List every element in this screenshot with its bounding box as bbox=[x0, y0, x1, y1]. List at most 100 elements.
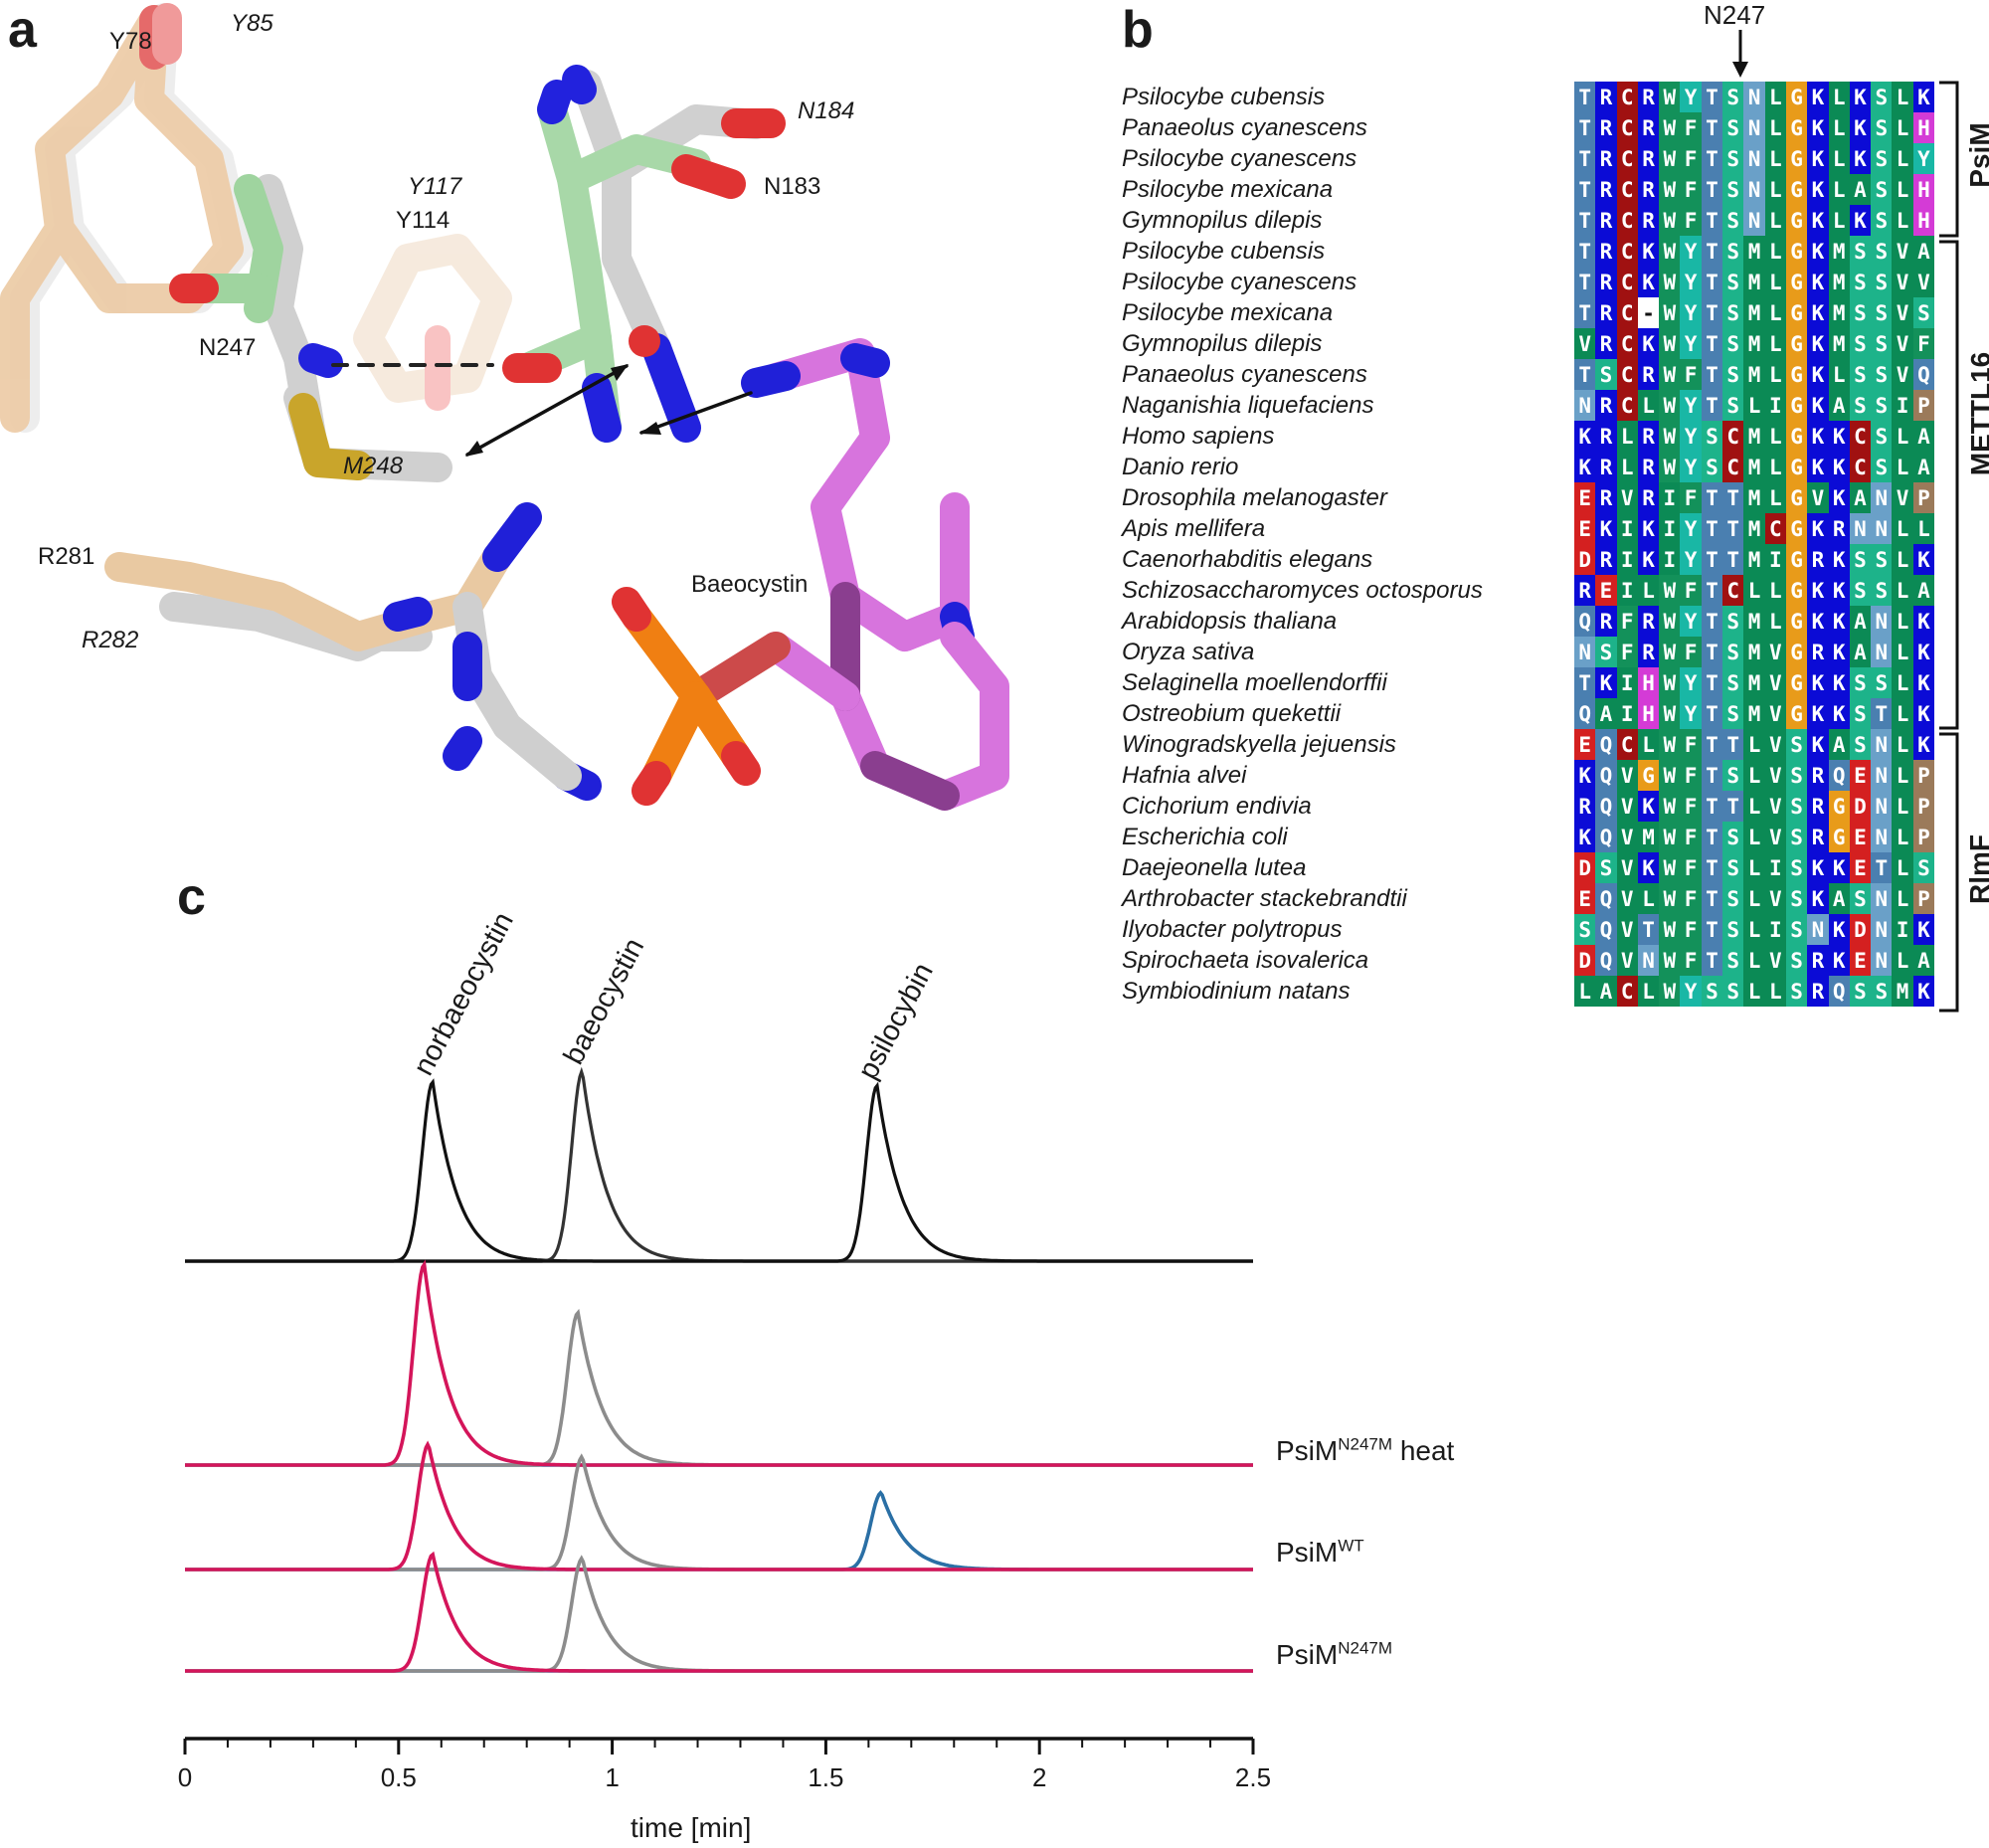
residue: S bbox=[1595, 852, 1617, 883]
residue: Q bbox=[1595, 945, 1617, 976]
residue: V bbox=[1616, 482, 1638, 513]
residue: T bbox=[1701, 698, 1723, 729]
residue: T bbox=[1871, 852, 1893, 883]
residue: S bbox=[1849, 297, 1872, 328]
residue: K bbox=[1807, 667, 1829, 698]
residue: K bbox=[1637, 236, 1660, 267]
residue: G bbox=[1785, 421, 1808, 452]
label-y78: Y78 bbox=[109, 28, 152, 55]
residue: S bbox=[1849, 390, 1872, 421]
residue: K bbox=[1828, 637, 1850, 667]
n247-arrow-icon bbox=[1732, 30, 1748, 78]
residue: S bbox=[1871, 112, 1893, 143]
residue: N bbox=[1743, 112, 1765, 143]
label-y114: Y114 bbox=[396, 207, 451, 234]
residue: C bbox=[1616, 297, 1638, 328]
residue: S bbox=[1595, 637, 1617, 667]
residue: W bbox=[1659, 914, 1681, 945]
molecular-structure bbox=[0, 3, 1009, 811]
residue: G bbox=[1785, 174, 1808, 205]
residue: V bbox=[1764, 667, 1786, 698]
residue: A bbox=[1828, 883, 1850, 914]
species-name: Psilocybe cyanescens bbox=[1122, 145, 1357, 172]
species-name: Danio rerio bbox=[1122, 454, 1239, 480]
residue: I bbox=[1616, 698, 1638, 729]
residue: S bbox=[1722, 760, 1744, 791]
residue: S bbox=[1722, 637, 1744, 667]
residue: T bbox=[1574, 236, 1596, 267]
residue: T bbox=[1701, 205, 1723, 236]
residue: S bbox=[1871, 390, 1893, 421]
residue: D bbox=[1574, 852, 1596, 883]
residue: K bbox=[1912, 698, 1935, 729]
residue: G bbox=[1785, 544, 1808, 575]
residue: P bbox=[1912, 791, 1935, 822]
residue: G bbox=[1785, 452, 1808, 482]
residue: V bbox=[1892, 482, 1913, 513]
residue: R bbox=[1595, 174, 1617, 205]
residue: L bbox=[1892, 667, 1913, 698]
species-name: Apis mellifera bbox=[1122, 515, 1266, 542]
residue: N bbox=[1871, 482, 1893, 513]
trace-0-norbaeocystin bbox=[185, 1259, 1253, 1467]
x-tick-label: 0.5 bbox=[380, 1762, 417, 1792]
residue: T bbox=[1701, 236, 1723, 267]
residue: N bbox=[1871, 822, 1893, 852]
residue: L bbox=[1743, 914, 1765, 945]
residue: E bbox=[1574, 482, 1596, 513]
residue: N bbox=[1849, 513, 1872, 544]
residue: V bbox=[1892, 328, 1913, 359]
residue: K bbox=[1574, 760, 1596, 791]
species-name: Psilocybe cubensis bbox=[1122, 238, 1326, 265]
residue: L bbox=[1637, 575, 1660, 606]
residue: C bbox=[1722, 421, 1744, 452]
trace-label-main: PsiM bbox=[1276, 1537, 1339, 1568]
trace-2-baeocystin bbox=[185, 1555, 1253, 1673]
residue: L bbox=[1743, 575, 1765, 606]
residue: L bbox=[1892, 452, 1913, 482]
residue: T bbox=[1722, 513, 1744, 544]
residue: F bbox=[1680, 852, 1702, 883]
species-name: Cichorium endivia bbox=[1122, 793, 1312, 820]
residue: E bbox=[1574, 883, 1596, 914]
residue: M bbox=[1743, 267, 1765, 297]
residue: A bbox=[1912, 421, 1935, 452]
residue: K bbox=[1912, 82, 1935, 112]
species-name: Drosophila melanogaster bbox=[1122, 484, 1387, 511]
residue: V bbox=[1764, 760, 1786, 791]
residue: T bbox=[1574, 297, 1596, 328]
residue: V bbox=[1892, 267, 1913, 297]
residue: S bbox=[1871, 82, 1893, 112]
species-name: Escherichia coli bbox=[1122, 824, 1288, 850]
residue: W bbox=[1659, 791, 1681, 822]
residue: S bbox=[1701, 452, 1723, 482]
residue: Q bbox=[1574, 606, 1596, 637]
trace-label-tail: heat bbox=[1392, 1435, 1455, 1466]
residue: A bbox=[1849, 174, 1872, 205]
residue: K bbox=[1912, 544, 1935, 575]
residue: I bbox=[1616, 513, 1638, 544]
residue: S bbox=[1871, 174, 1893, 205]
residue: L bbox=[1892, 112, 1913, 143]
residue: M bbox=[1743, 513, 1765, 544]
residue: R bbox=[1807, 544, 1829, 575]
residue: C bbox=[1616, 82, 1638, 112]
residue: S bbox=[1722, 82, 1744, 112]
residue: L bbox=[1892, 82, 1913, 112]
residue: R bbox=[1595, 482, 1617, 513]
residue: A bbox=[1849, 637, 1872, 667]
residue: S bbox=[1785, 914, 1808, 945]
residue: T bbox=[1574, 205, 1596, 236]
residue: V bbox=[1892, 359, 1913, 390]
residue: W bbox=[1659, 328, 1681, 359]
residue: K bbox=[1828, 452, 1850, 482]
residue: A bbox=[1595, 698, 1617, 729]
residue: I bbox=[1764, 914, 1786, 945]
residue: M bbox=[1828, 267, 1850, 297]
residue: K bbox=[1849, 143, 1872, 174]
